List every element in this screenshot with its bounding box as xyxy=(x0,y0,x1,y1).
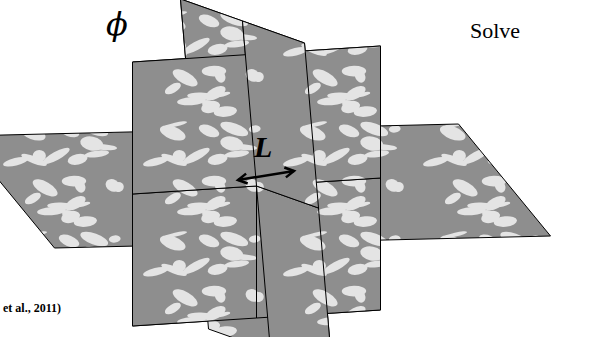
step-label: Solve xyxy=(470,20,520,42)
arrow-head xyxy=(284,167,294,177)
vertical-slice xyxy=(133,186,257,326)
vertical-slice xyxy=(133,54,257,194)
porosity-symbol: ϕ xyxy=(106,8,128,40)
arrow-head xyxy=(238,174,248,184)
vertical-slice xyxy=(257,186,333,337)
citation-note: et al., 2011) xyxy=(3,302,61,314)
vertical-slice xyxy=(243,21,319,208)
length-symbol: L xyxy=(254,132,272,162)
length-arrow xyxy=(238,171,294,180)
